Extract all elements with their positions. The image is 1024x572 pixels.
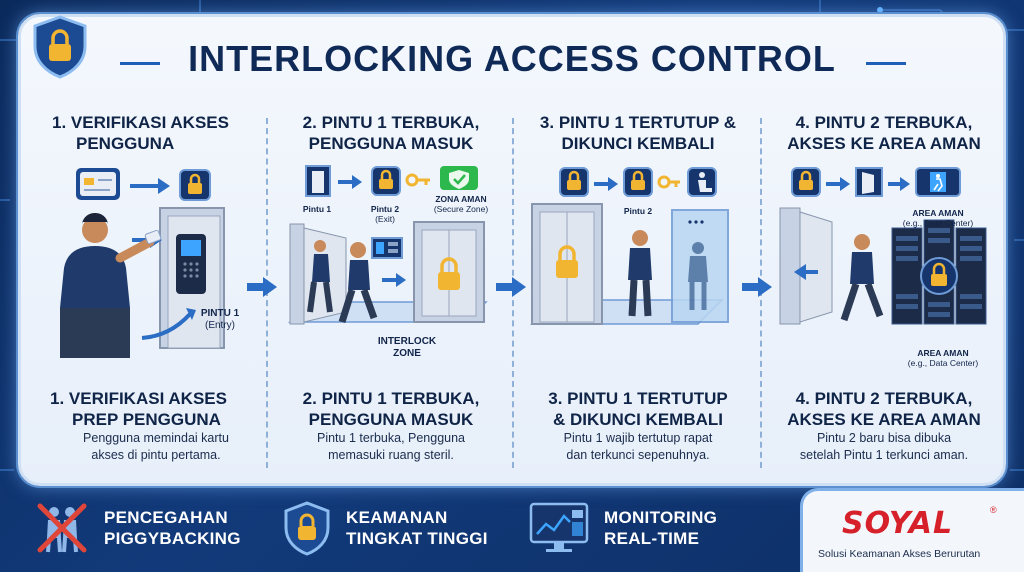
step-heading-line: PENGGUNA — [76, 134, 175, 153]
step-4: 4. PINTU 2 TERBUKA, AKSES KE AREA AMAN — [770, 112, 998, 477]
label-line: (e.g., Data Center) — [902, 218, 974, 228]
step-1: 1. VERIFIKASI AKSES PENGGUNA — [40, 112, 272, 477]
pintu-2-label: Pintu 2 — [623, 206, 653, 216]
zona-aman-label: ZONA AMAN (Secure Zone) — [426, 194, 496, 214]
step-title-line: & DIKUNCI KEMBALI — [553, 410, 723, 429]
no-piggyback-icon — [37, 503, 87, 553]
door-label-line: (Entry) — [205, 320, 235, 331]
area-aman-top-label: AREA AMAN (e.g., Data Center) — [888, 208, 988, 228]
next-step-arrow — [496, 277, 526, 297]
label-line: (e.g., Data Center) — [907, 358, 979, 368]
step-2-description: Pintu 1 terbuka, Pengguna memasuki ruang… — [276, 430, 506, 464]
step-title-line: 1. VERIFIKASI AKSES — [50, 389, 227, 408]
feature-line: REAL-TIME — [604, 529, 700, 548]
feature-line: TINGKAT TINGGI — [346, 529, 488, 548]
step-heading-line: DIKUNCI KEMBALI — [561, 134, 715, 153]
interlock-zone-label: INTERLOCK ZONE — [372, 336, 442, 360]
step-description-line: memasuki ruang steril. — [328, 448, 454, 462]
pintu-2-label: Pintu 2 (Exit) — [360, 204, 410, 224]
step-title-line: PENGGUNA MASUK — [308, 410, 474, 429]
step-heading-line: AKSES KE AREA AMAN — [787, 134, 981, 153]
feature-text: PENCEGAHAN PIGGYBACKING — [104, 507, 241, 549]
label-line: AREA AMAN — [917, 348, 969, 358]
step-description-line: Pintu 2 baru bisa dibuka — [816, 431, 952, 445]
step-1-illustration — [60, 168, 225, 358]
lock-icon — [438, 272, 460, 290]
step-title-line: 2. PINTU 1 TERBUKA, — [302, 389, 480, 408]
step-3: 3. PINTU 1 TERTUTUP & DIKUNCI KEMBALI Pi… — [522, 112, 754, 477]
step-heading-line: 4. PINTU 2 TERBUKA, — [795, 113, 973, 132]
label-line: INTERLOCK — [377, 336, 437, 347]
feature-text: MONITORING REAL-TIME — [604, 507, 717, 549]
step-heading-line: 2. PINTU 1 TERBUKA, — [302, 113, 480, 132]
feature-security: KEAMANAN TINGKAT TINGGI — [282, 500, 488, 556]
brand-logo: SOYAL — [842, 506, 954, 541]
step-description-line: Pintu 1 wajib tertutup rapat — [563, 431, 713, 445]
step-2-title: 2. PINTU 1 TERBUKA, PENGGUNA MASUK — [276, 388, 506, 430]
step-2: 2. PINTU 1 TERBUKA, PENGGUNA MASUK Pintu — [276, 112, 506, 477]
feature-text: KEAMANAN TINGKAT TINGGI — [346, 507, 488, 549]
step-description-line: akses di pintu pertama. — [91, 448, 221, 462]
label-line: (Secure Zone) — [433, 204, 489, 214]
step-heading-line: PENGGUNA MASUK — [308, 134, 474, 153]
step-3-description: Pintu 1 wajib tertutup rapat dan terkunc… — [522, 430, 754, 464]
next-step-arrow — [247, 277, 277, 297]
step-1-heading: 1. VERIFIKASI AKSES PENGGUNA — [52, 112, 284, 154]
step-description-line: Pengguna memindai kartu — [83, 431, 229, 445]
title-line-left — [120, 62, 160, 65]
access-card-icon — [76, 168, 120, 200]
label-line: ZONE — [393, 348, 421, 359]
step-2-illustration — [287, 165, 488, 325]
user-figure — [60, 212, 162, 358]
monitor-icon — [529, 502, 589, 552]
data-center-icon — [891, 219, 987, 325]
step-4-title: 4. PINTU 2 TERBUKA, AKSES KE AREA AMAN — [770, 388, 998, 430]
pintu-1-label: Pintu 1 — [302, 204, 332, 214]
page-title: INTERLOCKING ACCESS CONTROL — [188, 38, 836, 79]
step-4-illustration — [779, 167, 987, 325]
brand-registered-mark: ® — [990, 505, 997, 515]
feature-line: MONITORING — [604, 508, 718, 527]
key-icon — [657, 175, 680, 189]
step-1-description: Pengguna memindai kartu akses di pintu p… — [40, 430, 272, 464]
shield-lock-icon — [284, 501, 330, 556]
step-3-title: 3. PINTU 1 TERTUTUP & DIKUNCI KEMBALI — [522, 388, 754, 430]
step-description-line: Pintu 1 terbuka, Pengguna — [316, 431, 466, 445]
step-description-line: dan terkunci sepenuhnya. — [566, 448, 710, 462]
brand-box — [800, 488, 1024, 572]
key-icon — [405, 173, 430, 187]
area-aman-bottom-label: AREA AMAN (e.g., Data Center) — [888, 348, 998, 368]
step-2-heading: 2. PINTU 1 TERBUKA, PENGGUNA MASUK — [276, 112, 506, 154]
step-title-line: 4. PINTU 2 TERBUKA, — [795, 389, 973, 408]
step-title-line: AKSES KE AREA AMAN — [787, 410, 981, 429]
step-1-title: 1. VERIFIKASI AKSES PREP PENGGUNA — [36, 388, 268, 430]
title-line-right — [866, 62, 906, 65]
feature-line: PENCEGAHAN — [104, 508, 228, 527]
feature-line: PIGGYBACKING — [104, 529, 241, 548]
door-1-label: PINTU 1 (Entry) — [190, 308, 250, 332]
label-line: AREA AMAN — [912, 208, 964, 218]
shield-lock-icon — [33, 15, 87, 79]
lock-icon — [556, 260, 578, 278]
step-4-heading: 4. PINTU 2 TERBUKA, AKSES KE AREA AMAN — [770, 112, 998, 154]
step-title-line: 3. PINTU 1 TERTUTUP — [548, 389, 728, 408]
step-3-illustration — [529, 167, 729, 325]
step-title-line: PREP PENGGUNA — [72, 410, 221, 429]
feature-line: KEAMANAN — [346, 508, 448, 527]
label-line: (Exit) — [375, 214, 395, 224]
step-heading-line: 3. PINTU 1 TERTUTUP & — [539, 113, 737, 132]
step-3-heading: 3. PINTU 1 TERTUTUP & DIKUNCI KEMBALI — [522, 112, 754, 154]
brand-tagline: Solusi Keamanan Akses Berurutan — [818, 548, 981, 560]
step-4-description: Pintu 2 baru bisa dibuka setelah Pintu 1… — [770, 430, 998, 464]
step-description-line: setelah Pintu 1 terkunci aman. — [799, 448, 969, 462]
next-step-arrow — [742, 277, 772, 297]
door-label-line: PINTU 1 — [200, 308, 240, 319]
label-line: Pintu 2 — [370, 204, 400, 214]
step-heading-line: 1. VERIFIKASI AKSES — [52, 113, 229, 132]
feature-piggybacking: PENCEGAHAN PIGGYBACKING — [34, 500, 241, 556]
label-line: ZONA AMAN — [435, 194, 487, 204]
feature-monitoring: MONITORING REAL-TIME — [528, 500, 717, 556]
